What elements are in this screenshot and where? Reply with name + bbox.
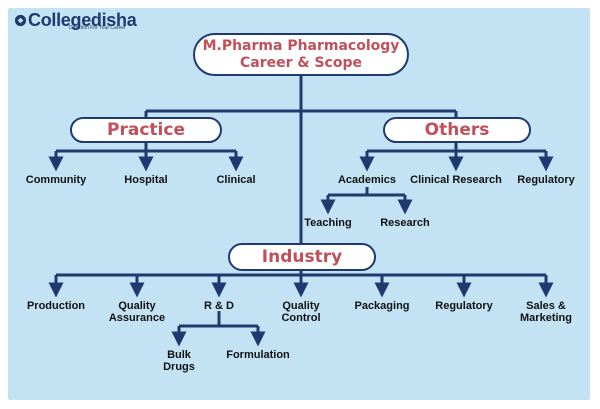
rnd-formulation: Formulation <box>226 349 290 361</box>
industry-packaging: Packaging <box>354 300 410 312</box>
others-label: Others <box>424 120 490 140</box>
root-node: M.Pharma Pharmacology Career & Scope <box>193 33 409 76</box>
practice-community: Community <box>25 174 87 186</box>
academics-research: Research <box>380 217 430 229</box>
industry-regulatory: Regulatory <box>435 300 493 312</box>
practice-node: Practice <box>70 117 222 143</box>
root-title-line1: M.Pharma Pharmacology <box>202 37 400 54</box>
industry-node: Industry <box>228 243 376 271</box>
practice-clinical: Clinical <box>216 174 256 186</box>
practice-hospital: Hospital <box>124 174 168 186</box>
logo-mark-icon <box>14 14 27 27</box>
quality-control-line2: Control <box>281 312 321 324</box>
quality-assurance-line2: Assurance <box>108 312 166 324</box>
root-title-line2: Career & Scope <box>240 54 362 71</box>
industry-quality-assurance: Quality Assurance <box>109 300 165 324</box>
others-academics: Academics <box>337 174 397 186</box>
others-clinical-research: Clinical Research <box>410 174 502 186</box>
industry-production: Production <box>26 300 86 312</box>
bulk-drugs-line1: Bulk <box>167 349 191 361</box>
collegedisha-logo: Collegedisha <box>14 10 137 30</box>
others-node: Others <box>383 117 531 143</box>
logo-wordmark: Collegedisha <box>28 10 137 30</box>
others-regulatory: Regulatory <box>517 174 575 186</box>
bulk-drugs-line2: Drugs <box>163 361 195 373</box>
practice-label: Practice <box>107 120 185 140</box>
industry-label: Industry <box>261 247 343 267</box>
academics-teaching: Teaching <box>304 217 352 229</box>
industry-rnd: R & D <box>204 300 234 312</box>
quality-control-line1: Quality <box>282 300 320 312</box>
sales-marketing-line2: Marketing <box>520 312 572 324</box>
rnd-bulk-drugs: Bulk Drugs <box>163 349 195 373</box>
quality-assurance-line1: Quality <box>118 300 156 312</box>
logo-tagline: Direction For Your Career <box>69 25 126 31</box>
industry-sales-marketing: Sales & Marketing <box>520 300 572 324</box>
industry-quality-control: Quality Control <box>281 300 320 324</box>
sales-marketing-line1: Sales & <box>526 300 566 312</box>
